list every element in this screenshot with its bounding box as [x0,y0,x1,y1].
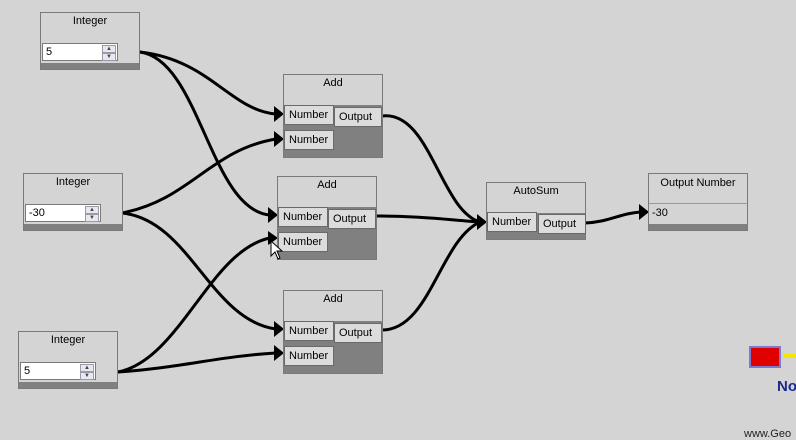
add-node-3[interactable]: Add Number Output Number [283,290,383,374]
output-port[interactable]: Output [328,209,376,229]
wire-integer3-add2 [117,236,271,374]
autosum-node[interactable]: AutoSum Number Output [486,182,586,240]
spinner-down-icon[interactable]: ▼ [80,372,94,380]
integer-node-3[interactable]: Integer 5 ▲ ▼ [18,331,118,389]
input-port-number-1[interactable]: Number [284,105,334,125]
node-title: AutoSum [513,185,559,197]
input-port-number-1[interactable]: Number [278,207,328,227]
arrowhead-add3-in1 [274,321,284,337]
arrowhead-add1-in1 [274,106,284,122]
spinner-up-icon[interactable]: ▲ [102,45,116,53]
spinner-up-icon[interactable]: ▲ [85,206,99,214]
wire-integer2-add3 [121,211,277,331]
integer-spinner[interactable]: 5 ▲ ▼ [42,43,118,61]
integer-spinner[interactable]: -30 ▲ ▼ [25,204,101,222]
spinner-arrows[interactable]: ▲ ▼ [102,45,116,61]
logo-yellow-bar [783,354,796,358]
integer-spinner[interactable]: 5 ▲ ▼ [20,362,96,380]
node-footer [24,224,122,230]
logo-red-block [749,346,781,368]
node-title: Integer [72,15,108,27]
integer-node-2[interactable]: Integer -30 ▲ ▼ [23,173,123,231]
node-footer [649,224,747,230]
wire-add3-autosum [381,220,481,332]
wire-integer2-add1 [121,137,277,215]
spinner-down-icon[interactable]: ▼ [102,53,116,61]
mouse-cursor-icon [270,240,284,260]
node-title: Add [317,179,337,191]
node-title: Integer [50,334,86,346]
input-port-number-2[interactable]: Number [284,130,334,150]
wire-autosum-output [584,210,643,225]
logo-partial-text: No [777,378,796,395]
output-number-node[interactable]: Output Number -30 [648,173,748,231]
output-value: -30 [649,203,747,224]
arrowhead-add2-in1 [268,207,278,223]
wire-integer1-add2 [139,50,271,217]
add-node-2[interactable]: Add Number Output Number [277,176,377,260]
integer-node-1[interactable]: Integer 5 ▲ ▼ [40,12,140,70]
node-footer [19,382,117,388]
wire-integer3-add3 [117,351,277,374]
node-title: Integer [55,176,91,188]
output-port[interactable]: Output [538,214,586,234]
spinner-value[interactable]: 5 [24,365,31,377]
input-port-number-1[interactable]: Number [284,321,334,341]
wire-add1-autosum [381,114,481,224]
spinner-up-icon[interactable]: ▲ [80,364,94,372]
output-port[interactable]: Output [334,323,382,343]
output-port[interactable]: Output [334,107,382,127]
arrowhead-output-in [639,204,649,220]
spinner-arrows[interactable]: ▲ ▼ [80,364,94,380]
arrowhead-autosum-in [477,214,487,230]
node-footer [41,63,139,69]
node-title: Output Number [660,177,736,189]
arrowhead-add3-in2 [274,345,284,361]
spinner-down-icon[interactable]: ▼ [85,214,99,222]
site-url-text: www.Geo [744,428,792,440]
spinner-arrows[interactable]: ▲ ▼ [85,206,99,222]
wire-add2-autosum [375,214,481,224]
add-node-1[interactable]: Add Number Output Number [283,74,383,158]
input-port-number[interactable]: Number [487,212,537,232]
node-title: Add [323,77,343,89]
input-port-number-2[interactable]: Number [278,232,328,252]
input-port-number-2[interactable]: Number [284,346,334,366]
wire-integer1-add1 [139,50,277,116]
node-title: Add [323,293,343,305]
spinner-value[interactable]: 5 [46,46,53,58]
spinner-value[interactable]: -30 [29,207,45,219]
arrowhead-add1-in2 [274,131,284,147]
